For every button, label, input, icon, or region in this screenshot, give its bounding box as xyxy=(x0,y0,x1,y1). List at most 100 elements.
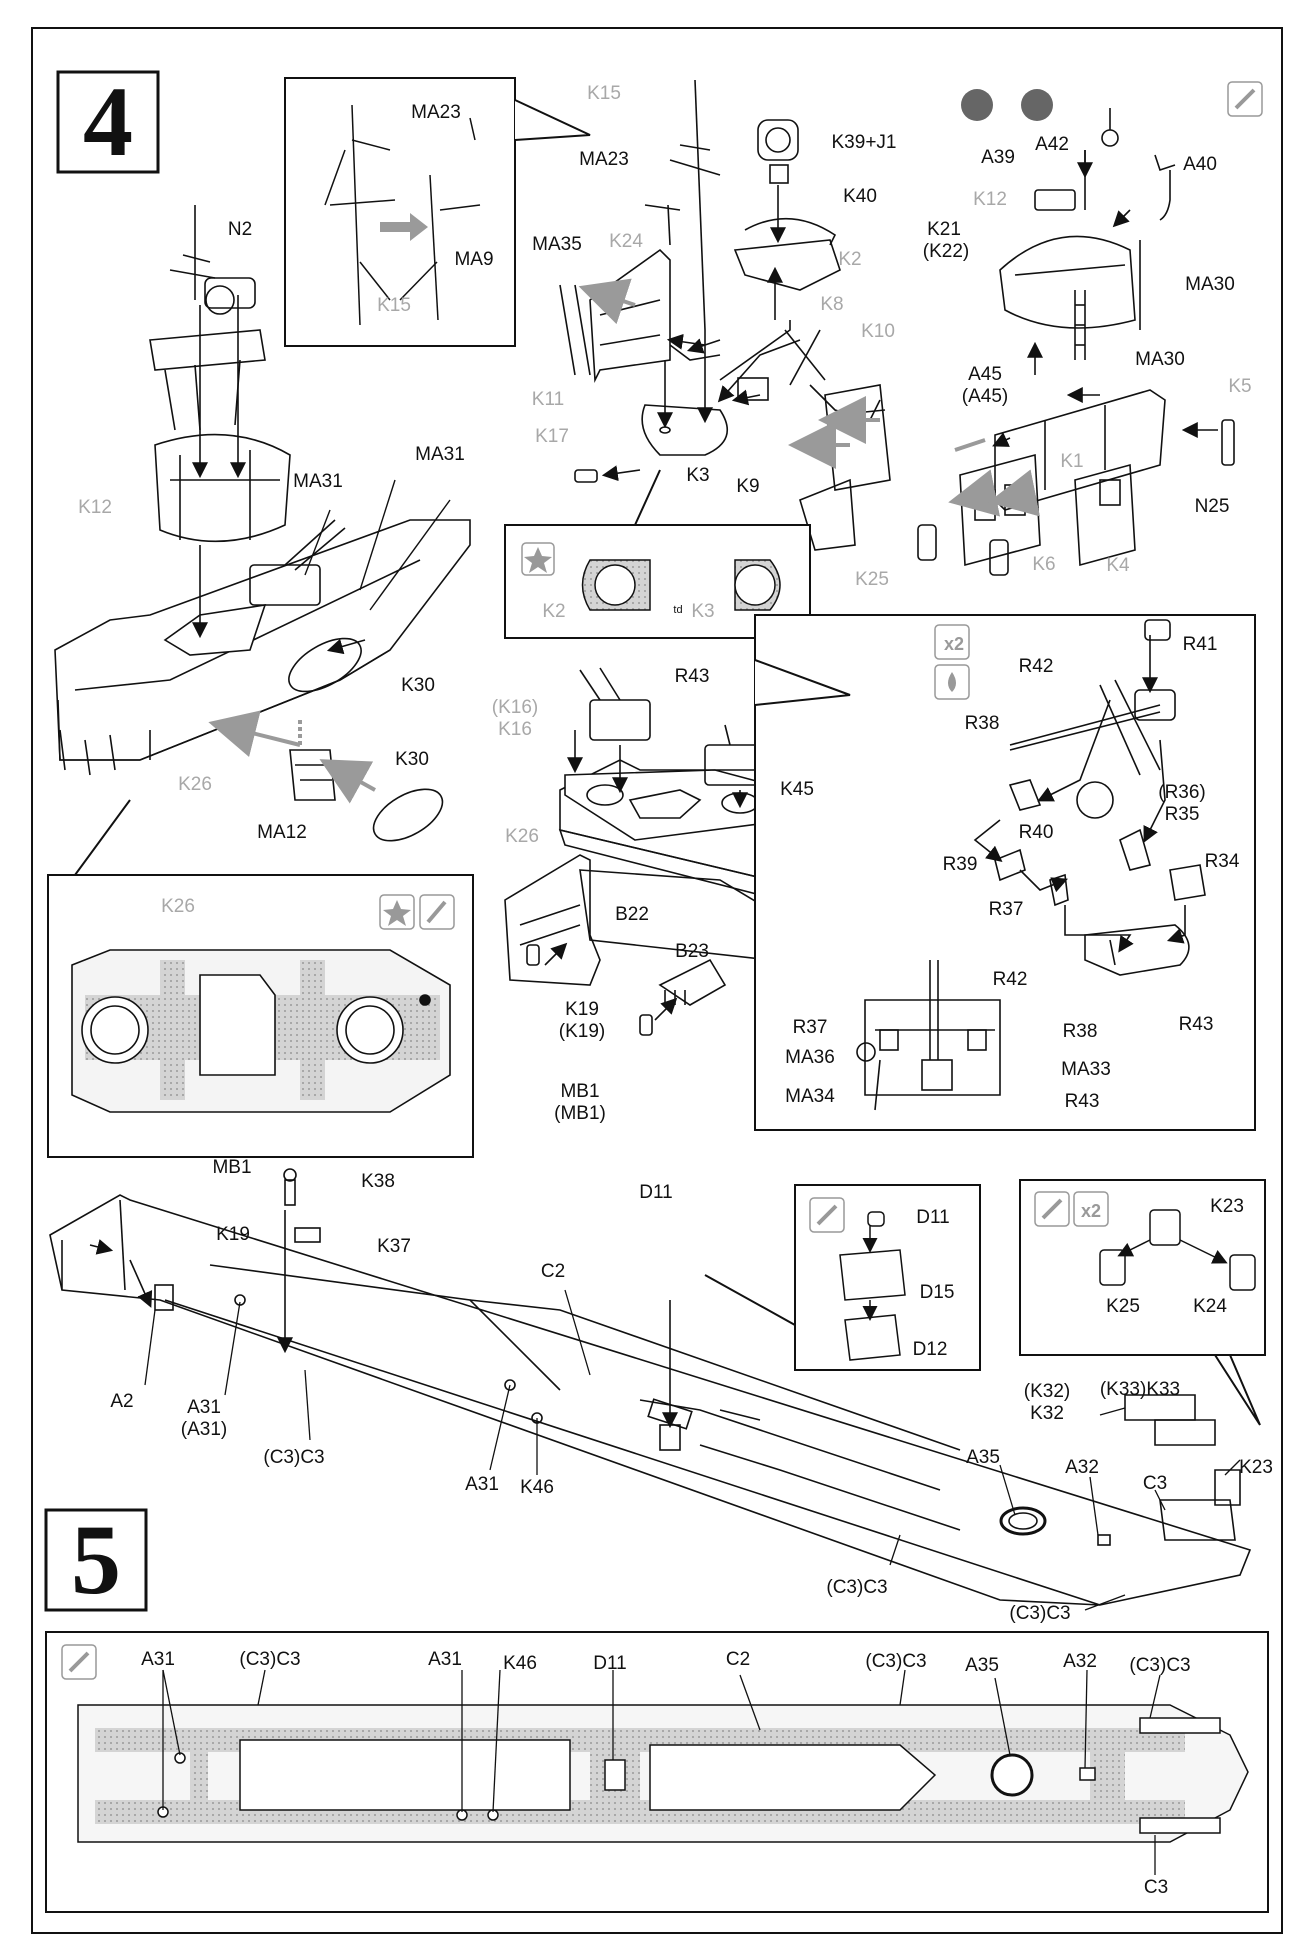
part-label: MA31 xyxy=(415,444,465,465)
part-label: K19 xyxy=(216,1224,250,1245)
part-label: A35 xyxy=(965,1655,999,1676)
part-label: R34 xyxy=(1204,851,1240,872)
bridge-top-arrows xyxy=(992,150,1218,447)
part-label: R43 xyxy=(1064,1091,1100,1112)
part-label: N2 xyxy=(227,219,253,240)
part-label: K26 xyxy=(505,826,539,847)
part-label: R39 xyxy=(942,854,978,875)
gun-arrows xyxy=(973,635,1186,953)
part-label: K15 xyxy=(587,83,621,104)
part-label: N25 xyxy=(1194,496,1230,517)
repeat-x2-icon-2: x2 xyxy=(1081,1201,1101,1221)
part-label: (K22) xyxy=(922,241,970,262)
part-label: A31 xyxy=(141,1649,175,1670)
d11-callout xyxy=(794,1184,981,1371)
part-label: (C3)C3 xyxy=(1009,1603,1071,1624)
mast-glue-arrows xyxy=(578,278,880,469)
part-label: (K33)K33 xyxy=(1099,1379,1181,1400)
part-label: K39+J1 xyxy=(831,132,897,153)
part-label: MA31 xyxy=(293,471,343,492)
part-label: K24 xyxy=(609,231,643,252)
part-label: A35 xyxy=(966,1447,1000,1468)
part-label: K25 xyxy=(1106,1296,1140,1317)
k26-deck-plan xyxy=(71,949,451,1113)
part-label: A2 xyxy=(110,1391,134,1412)
part-label: A32 xyxy=(1063,1651,1097,1672)
hull-pointers xyxy=(144,1289,1241,1611)
part-label: (MB1) xyxy=(554,1103,606,1124)
part-label: K46 xyxy=(503,1653,537,1674)
part-label: K30 xyxy=(401,675,435,696)
part-label: D11 xyxy=(639,1182,673,1203)
part-label: MA12 xyxy=(257,822,307,843)
repeat-x2-icon: x2 xyxy=(944,634,964,654)
part-label: A45 xyxy=(968,364,1002,385)
part-label: MA23 xyxy=(579,149,629,170)
part-label: A31 xyxy=(465,1474,499,1495)
part-label: D11 xyxy=(593,1653,627,1674)
d11-callout-icon xyxy=(809,1197,845,1233)
part-label: (C3)C3 xyxy=(1129,1655,1191,1676)
part-label: (C3)C3 xyxy=(865,1651,927,1672)
k26-callout-pointer xyxy=(48,799,131,876)
part-label: K2 xyxy=(542,601,566,622)
part-label: (R36) xyxy=(1158,782,1206,803)
part-label: (C3)C3 xyxy=(263,1447,325,1468)
part-label: MA30 xyxy=(1185,274,1235,295)
part-label: K21 xyxy=(927,219,961,240)
part-label: K26 xyxy=(161,896,195,917)
gun-callout xyxy=(754,614,1256,1131)
page-border xyxy=(31,27,1283,1934)
part-label: D15 xyxy=(919,1282,955,1303)
part-label: K15 xyxy=(377,295,411,316)
glue-arrows-left xyxy=(208,710,376,804)
part-label: A31 xyxy=(428,1649,462,1670)
part-label: K3 xyxy=(686,465,710,486)
part-label: K38 xyxy=(361,1171,395,1192)
deck-plan-pointers xyxy=(162,1669,1161,1875)
part-label: K19 xyxy=(565,999,599,1020)
part-label: R37 xyxy=(792,1017,828,1038)
k26-deck-assembly xyxy=(504,667,791,1036)
part-label: MA23 xyxy=(411,102,461,123)
part-label: MA34 xyxy=(785,1086,835,1107)
part-label: A40 xyxy=(1183,154,1217,175)
part-label: MA9 xyxy=(454,249,494,270)
part-label: K37 xyxy=(377,1236,411,1257)
part-label: B23 xyxy=(675,941,709,962)
part-label: B22 xyxy=(615,904,649,925)
part-label: C2 xyxy=(725,1649,751,1670)
part-label: (K16) xyxy=(491,697,539,718)
d11-callout-art xyxy=(839,1211,906,1361)
part-label: K32 xyxy=(1030,1403,1064,1424)
part-label: K17 xyxy=(535,426,569,447)
part-label: R41 xyxy=(1182,634,1218,655)
part-label: K12 xyxy=(78,497,112,518)
part-label: K3 xyxy=(691,601,715,622)
part-label: R35 xyxy=(1164,804,1200,825)
k23-callout-icons xyxy=(1034,1191,1109,1227)
part-label: K1 xyxy=(1060,451,1084,472)
part-label: C3 xyxy=(1143,1877,1169,1898)
part-label: K46 xyxy=(520,1477,554,1498)
deck-plan xyxy=(77,1704,1249,1843)
part-label: MA35 xyxy=(532,234,582,255)
part-label: K24 xyxy=(1193,1296,1227,1317)
part-label: R42 xyxy=(1018,656,1054,677)
part-label: td xyxy=(673,604,683,616)
part-label: R37 xyxy=(988,899,1024,920)
part-label: K26 xyxy=(178,774,212,795)
mast-callout xyxy=(284,77,516,347)
part-label: K23 xyxy=(1239,1457,1273,1478)
part-label: (C3)C3 xyxy=(239,1649,301,1670)
part-label: MA36 xyxy=(785,1047,835,1068)
part-label: K23 xyxy=(1210,1196,1244,1217)
gun-callout-icons xyxy=(934,624,970,700)
part-label: K25 xyxy=(855,569,889,590)
mast-callout-arrow xyxy=(380,213,428,241)
part-label: MB1 xyxy=(560,1081,600,1102)
part-label: K16 xyxy=(498,719,532,740)
part-label: K30 xyxy=(395,749,429,770)
hull-arrows xyxy=(89,1210,678,1429)
